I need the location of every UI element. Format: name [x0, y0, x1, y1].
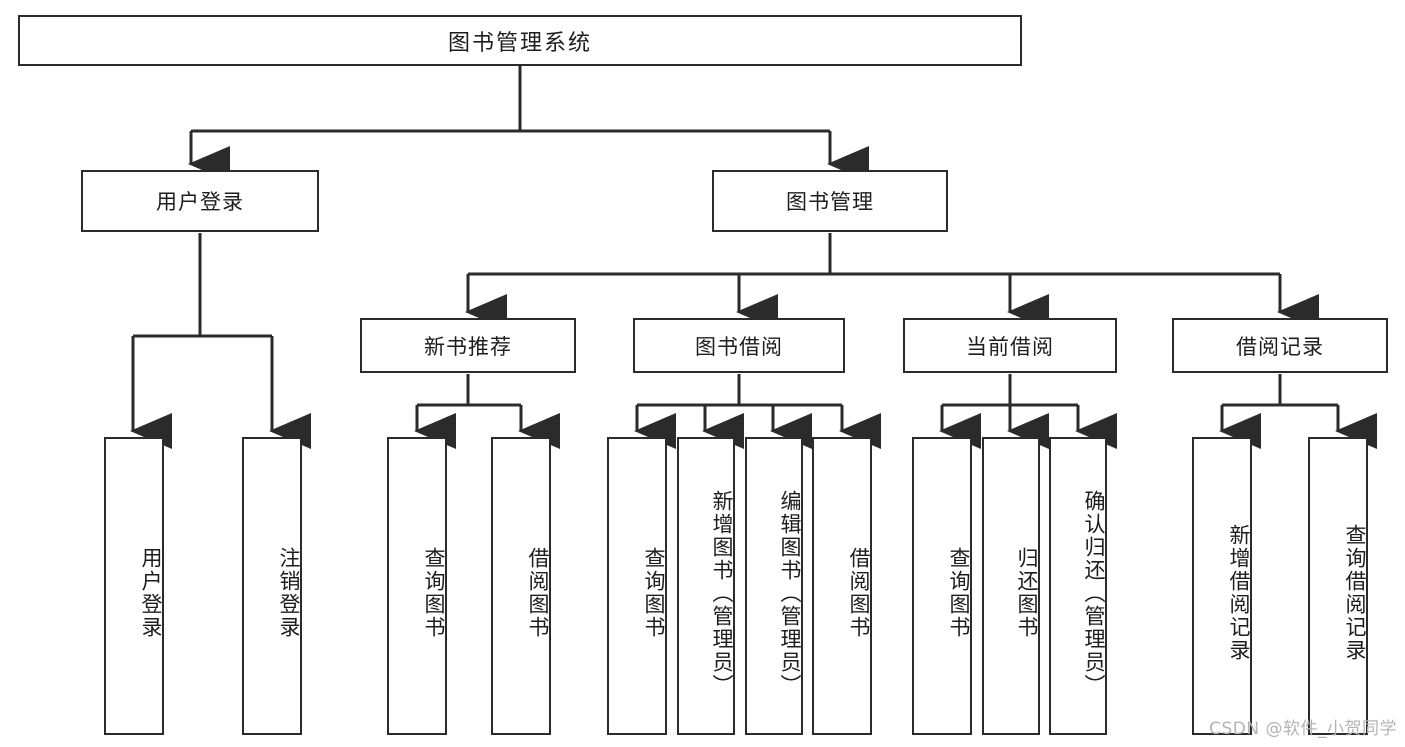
node-book-borrow[interactable]: 图书借阅: [633, 318, 845, 373]
leaf-query-borrow-record[interactable]: 查询借阅记录: [1308, 437, 1368, 735]
node-label: 当前借阅: [966, 334, 1054, 359]
node-label: 图书管理系统: [447, 30, 592, 56]
node-root-system[interactable]: 图书管理系统: [18, 15, 1022, 66]
node-label: 图书借阅: [695, 334, 783, 359]
node-label: 新增借阅记录: [1227, 524, 1251, 662]
node-label: 注销登录: [277, 547, 301, 639]
node-new-book-recommend[interactable]: 新书推荐: [360, 318, 576, 373]
node-label: 查询图书: [947, 547, 971, 639]
node-label: 编辑图书（管理员）: [778, 489, 802, 697]
leaf-edit-book-admin[interactable]: 编辑图书（管理员）: [745, 437, 803, 735]
node-label: 查询图书: [422, 547, 446, 639]
node-label: 图书管理: [786, 190, 874, 214]
node-borrow-record[interactable]: 借阅记录: [1172, 318, 1388, 373]
leaf-borrow-book[interactable]: 借阅图书: [812, 437, 872, 735]
leaf-logout[interactable]: 注销登录: [242, 437, 302, 735]
leaf-query-book-current[interactable]: 查询图书: [912, 437, 972, 735]
leaf-confirm-return-admin[interactable]: 确认归还（管理员）: [1049, 437, 1107, 735]
leaf-borrow-book-recommend[interactable]: 借阅图书: [491, 437, 551, 735]
node-label: 查询图书: [642, 547, 666, 639]
leaf-add-borrow-record[interactable]: 新增借阅记录: [1192, 437, 1252, 735]
node-label: 用户登录: [139, 547, 163, 639]
node-label: 查询借阅记录: [1343, 524, 1367, 662]
node-current-borrow[interactable]: 当前借阅: [903, 318, 1117, 373]
node-label: 用户登录: [156, 190, 244, 214]
leaf-return-book[interactable]: 归还图书: [982, 437, 1040, 735]
node-label: 归还图书: [1015, 547, 1039, 639]
node-label: 新书推荐: [424, 334, 512, 359]
node-user-login[interactable]: 用户登录: [81, 170, 319, 232]
node-book-management[interactable]: 图书管理: [712, 170, 948, 232]
leaf-query-book-borrow[interactable]: 查询图书: [607, 437, 667, 735]
node-label: 借阅图书: [847, 547, 871, 639]
node-label: 新增图书（管理员）: [710, 489, 734, 697]
node-label: 确认归还（管理员）: [1082, 489, 1106, 697]
leaf-user-login[interactable]: 用户登录: [104, 437, 164, 735]
node-label: 借阅记录: [1236, 334, 1324, 359]
leaf-add-book-admin[interactable]: 新增图书（管理员）: [677, 437, 735, 735]
leaf-query-book-recommend[interactable]: 查询图书: [387, 437, 447, 735]
node-label: 借阅图书: [526, 547, 550, 639]
